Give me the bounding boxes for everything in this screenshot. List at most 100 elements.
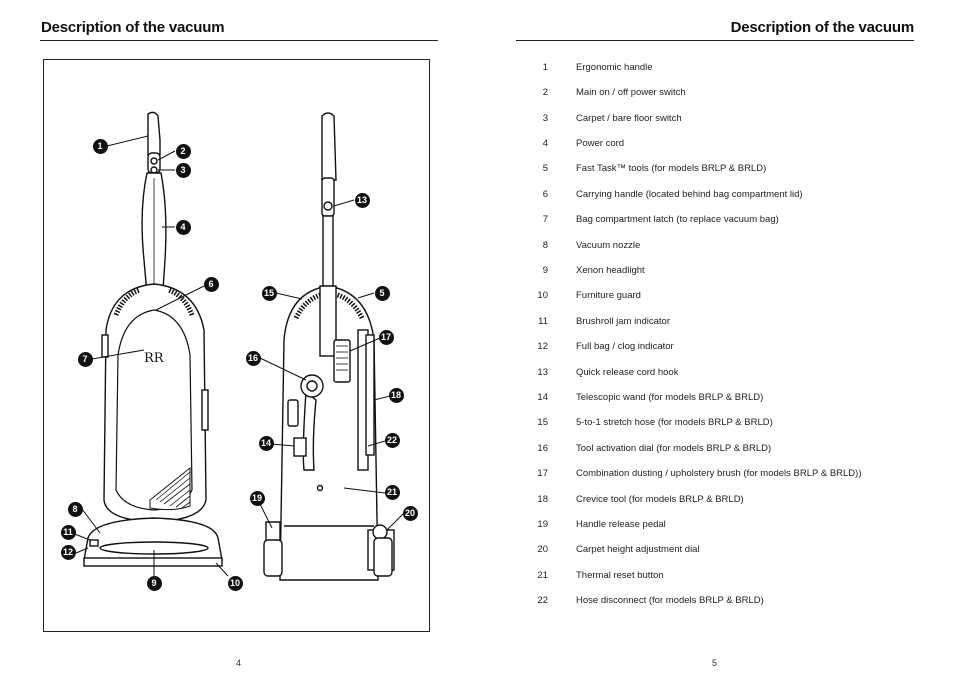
page-number-right: 5 bbox=[712, 658, 718, 668]
callout-22: 22 bbox=[384, 432, 400, 448]
callout-16: 16 bbox=[245, 350, 261, 366]
part-number: 21 bbox=[537, 570, 548, 581]
vacuum-rear-view bbox=[263, 112, 395, 581]
part-name: Bag compartment latch (to replace vacuum… bbox=[576, 214, 779, 225]
brush-bristles bbox=[336, 345, 348, 371]
furniture-guard bbox=[83, 557, 223, 567]
part-name: Crevice tool (for models BRLP & BRLD) bbox=[576, 494, 744, 505]
part-name: Quick release cord hook bbox=[576, 367, 679, 378]
vent-right bbox=[167, 287, 195, 316]
side-latch bbox=[101, 334, 109, 358]
callout-10: 10 bbox=[227, 575, 243, 591]
right-heading-rule bbox=[516, 40, 914, 41]
vacuum-figure: RR bbox=[43, 59, 430, 632]
bag-door bbox=[115, 309, 193, 511]
upholstery-brush bbox=[333, 339, 351, 383]
part-number: 5 bbox=[542, 163, 548, 174]
callout-18: 18 bbox=[388, 387, 404, 403]
callout-17: 17 bbox=[378, 329, 394, 345]
callout-6: 6 bbox=[203, 276, 219, 292]
part-name: Xenon headlight bbox=[576, 265, 645, 276]
part-number: 13 bbox=[537, 367, 548, 378]
floor-switch bbox=[150, 166, 158, 174]
stretch-hose-top bbox=[319, 285, 337, 357]
rear-vent-left bbox=[293, 291, 325, 320]
callout-14: 14 bbox=[258, 435, 274, 451]
wand-clip bbox=[287, 399, 299, 427]
rear-wheel-right bbox=[373, 537, 393, 577]
rear-handle bbox=[321, 112, 337, 181]
leader-lines bbox=[71, 135, 405, 577]
indicator-lights bbox=[89, 539, 99, 547]
brand-logo: RR bbox=[144, 351, 165, 366]
upper-wand bbox=[322, 215, 334, 287]
left-heading-rule bbox=[40, 40, 438, 41]
part-number: 3 bbox=[542, 113, 548, 124]
part-number: 19 bbox=[537, 519, 548, 530]
callout-19: 19 bbox=[249, 490, 265, 506]
part-name: Thermal reset button bbox=[576, 570, 664, 581]
callout-7: 7 bbox=[77, 351, 93, 367]
callout-13: 13 bbox=[354, 192, 370, 208]
part-name: Full bag / clog indicator bbox=[576, 341, 674, 352]
vent-left bbox=[113, 287, 141, 316]
part-number: 10 bbox=[537, 290, 548, 301]
vacuum-front-view: RR bbox=[83, 111, 223, 567]
callout-12: 12 bbox=[60, 544, 76, 560]
part-name: Fast Task™ tools (for models BRLP & BRLD… bbox=[576, 163, 767, 174]
part-name: Tool activation dial (for models BRLP & … bbox=[576, 443, 772, 454]
part-number: 18 bbox=[537, 494, 548, 505]
callout-2: 2 bbox=[175, 143, 191, 159]
callout-15: 15 bbox=[261, 285, 277, 301]
hose-curve bbox=[302, 390, 317, 471]
callout-9: 9 bbox=[146, 575, 162, 591]
callout-3: 3 bbox=[175, 162, 191, 178]
thermal-reset-button bbox=[316, 484, 324, 492]
part-name: Brushroll jam indicator bbox=[576, 316, 670, 327]
part-name: Main on / off power switch bbox=[576, 87, 686, 98]
quick-release-cord-hook bbox=[323, 201, 333, 211]
part-name: Power cord bbox=[576, 138, 625, 149]
part-number: 20 bbox=[537, 544, 548, 555]
part-name: Carrying handle (located behind bag comp… bbox=[576, 189, 803, 200]
callout-8: 8 bbox=[67, 501, 83, 517]
part-name: Handle release pedal bbox=[576, 519, 666, 530]
part-name: Vacuum nozzle bbox=[576, 240, 641, 251]
hose-disconnect bbox=[293, 437, 307, 457]
vacuum-illustration: RR bbox=[71, 111, 405, 581]
grille-slots bbox=[155, 471, 191, 509]
part-number: 22 bbox=[537, 595, 548, 606]
part-number: 14 bbox=[537, 392, 548, 403]
dial-center bbox=[306, 380, 318, 392]
crevice-tool bbox=[365, 334, 375, 456]
side-panel bbox=[201, 389, 209, 431]
callout-4: 4 bbox=[175, 219, 191, 235]
part-number: 4 bbox=[542, 138, 548, 149]
part-number: 6 bbox=[542, 189, 548, 200]
right-page-heading: Description of the vacuum bbox=[730, 19, 915, 36]
part-name: Hose disconnect (for models BRLP & BRLD) bbox=[576, 595, 764, 606]
part-number: 7 bbox=[542, 214, 548, 225]
part-number: 1 bbox=[542, 62, 548, 73]
left-page-heading: Description of the vacuum bbox=[41, 19, 225, 36]
part-name: Telescopic wand (for models BRLP & BRLD) bbox=[576, 392, 764, 403]
rear-wheel-left bbox=[263, 539, 283, 577]
callout-21: 21 bbox=[384, 484, 400, 500]
part-name: Furniture guard bbox=[576, 290, 641, 301]
callout-20: 20 bbox=[402, 505, 418, 521]
callout-11: 11 bbox=[60, 524, 76, 540]
part-number: 2 bbox=[542, 87, 548, 98]
part-number: 9 bbox=[542, 265, 548, 276]
part-number: 11 bbox=[538, 316, 548, 327]
part-number: 12 bbox=[537, 341, 548, 352]
part-name: Carpet / bare floor switch bbox=[576, 113, 682, 124]
part-number: 16 bbox=[537, 443, 548, 454]
part-name: 5-to-1 stretch hose (for models BRLP & B… bbox=[576, 417, 773, 428]
callout-1: 1 bbox=[92, 138, 108, 154]
power-switch bbox=[150, 157, 158, 165]
part-name: Carpet height adjustment dial bbox=[576, 544, 700, 555]
callout-5: 5 bbox=[374, 285, 390, 301]
part-name: Combination dusting / upholstery brush (… bbox=[576, 468, 862, 479]
part-number: 17 bbox=[537, 468, 548, 479]
part-number: 8 bbox=[542, 240, 548, 251]
